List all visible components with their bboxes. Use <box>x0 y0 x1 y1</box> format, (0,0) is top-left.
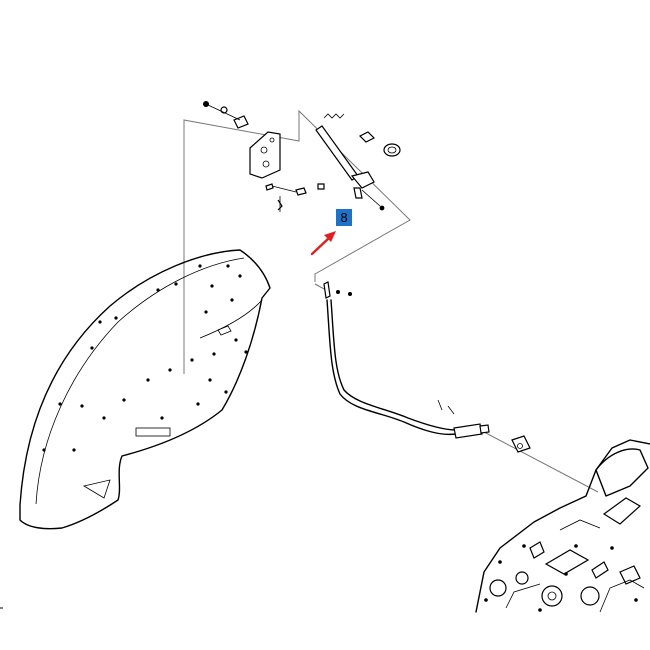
fender-panel <box>19 249 271 530</box>
part-callout-label[interactable]: 8 <box>336 209 352 226</box>
assembly-leader-lines <box>183 109 599 493</box>
fastener-group-bracket <box>265 183 325 212</box>
control-cable <box>323 281 490 439</box>
spring-and-rod <box>315 113 401 181</box>
mounting-bracket <box>249 131 281 179</box>
lever-assembly <box>350 171 385 211</box>
transmission-housing <box>475 439 650 613</box>
fastener-group-top <box>203 101 249 129</box>
cable-end-fitting <box>511 435 531 453</box>
pointer-arrow <box>310 231 336 256</box>
